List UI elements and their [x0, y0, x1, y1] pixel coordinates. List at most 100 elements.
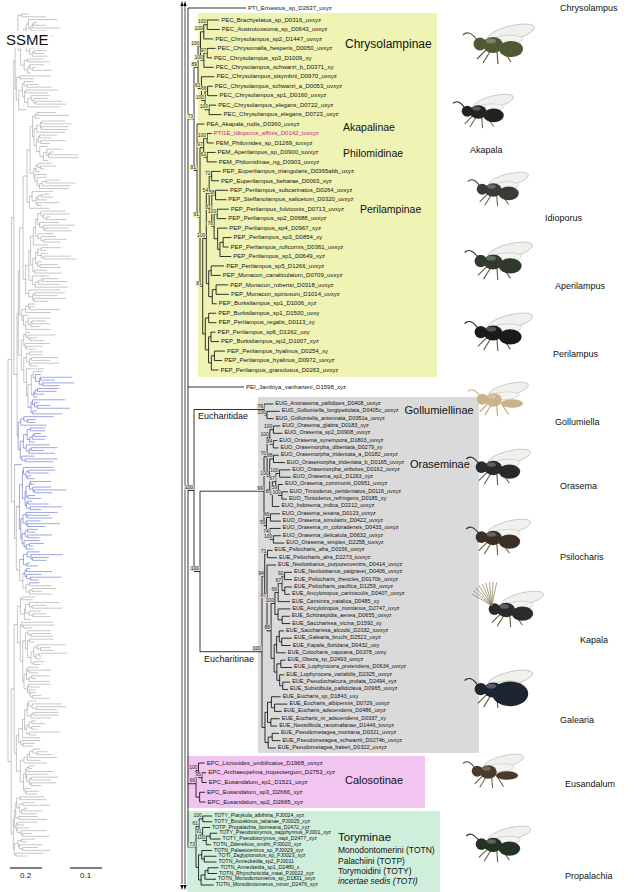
overview-branch	[20, 848, 23, 849]
taxon-label: PEC_Chrysomalla_hesperis_D0050_uvxyz	[218, 45, 333, 51]
overview-branch	[39, 384, 42, 385]
overview-branch	[32, 588, 33, 591]
overview-branch	[28, 473, 48, 474]
overview-branch	[31, 100, 34, 101]
specimen-leg	[496, 543, 498, 555]
overview-branch	[24, 763, 47, 764]
overview-branch	[39, 265, 40, 268]
overview-branch	[32, 487, 33, 491]
overview-branch	[29, 611, 30, 615]
tree-branch	[262, 576, 265, 577]
overview-branch	[39, 146, 40, 156]
overview-branch	[32, 557, 33, 560]
overview-branch	[22, 460, 25, 461]
overview-branch	[27, 692, 29, 693]
taxon-label: PEP_Perilampus_regalis_D0113_xy	[218, 319, 314, 325]
overview-branch	[22, 802, 23, 805]
overview-branch	[26, 525, 27, 526]
overview-branch	[30, 126, 33, 127]
overview-branch	[36, 706, 66, 707]
overview-branch	[39, 656, 42, 657]
overview-branch	[20, 624, 21, 661]
overview-branch	[31, 634, 32, 637]
overview-branch	[33, 299, 34, 300]
overview-branch	[25, 530, 27, 531]
tree-branch	[203, 840, 207, 841]
tree-branch	[282, 645, 291, 646]
tree-branch	[272, 740, 280, 741]
overview-branch	[34, 168, 36, 169]
overview-branch	[32, 729, 38, 730]
support-value: 99	[257, 486, 263, 491]
tree-branch	[199, 854, 202, 855]
overview-branch	[24, 808, 25, 811]
overview-branch	[24, 546, 26, 547]
tree-branch	[285, 586, 292, 587]
overview-branch	[17, 832, 21, 833]
scale-label: 0.1	[78, 871, 93, 881]
specimen-antenna	[466, 457, 479, 463]
tree-branch	[284, 572, 285, 579]
taxon-label: EPC_Eusandalum_sp3_D2666_xyz	[207, 789, 302, 795]
overview-branch	[20, 580, 23, 581]
overview-branch	[40, 264, 58, 265]
clade-subname: Akapalinae	[343, 122, 395, 134]
overview-branch	[26, 150, 27, 202]
taxon-label: EPC_Eusandalum_sp2_D2665_xyz	[208, 799, 303, 805]
overview-branch	[25, 491, 26, 505]
tree-branch	[203, 53, 204, 67]
taxon-label: EUE_Substilbula_pallidiclava_D0965_uvxyz	[290, 686, 398, 692]
overview-branch	[36, 374, 41, 375]
overview-branch	[26, 353, 27, 361]
tree-branch	[209, 105, 210, 114]
overview-branch	[26, 445, 27, 451]
overview-branch	[38, 261, 42, 262]
specimen-leg	[465, 115, 474, 124]
overview-branch	[28, 384, 31, 385]
overview-branch	[30, 714, 31, 718]
overview-branch	[24, 60, 27, 61]
tree-branch	[204, 856, 216, 857]
overview-branch	[32, 605, 33, 608]
overview-branch	[19, 90, 23, 91]
specimen-leg	[480, 403, 489, 412]
tree-branch	[280, 469, 291, 470]
overview-branch	[25, 459, 26, 462]
overview-branch	[38, 224, 40, 225]
taxon-label: EUE_Pseudometagea_bakeri_D0322_uvxyz	[278, 745, 387, 751]
tree-branch	[207, 134, 208, 143]
overview-branch	[21, 841, 26, 842]
specimen-antenna	[468, 390, 480, 396]
overview-branch	[20, 799, 46, 800]
specimen-photo	[468, 379, 530, 416]
specimen-head	[476, 838, 488, 850]
overview-branch	[29, 297, 33, 298]
overview-branch	[39, 378, 40, 379]
overview-branch	[22, 83, 24, 84]
taxon-label: PEC_Chrysolampus_elegans_D0722_uxyz	[218, 102, 333, 108]
overview-branch	[16, 506, 19, 507]
overview-branch	[28, 66, 30, 67]
overview-branch	[40, 122, 41, 128]
overview-branch	[29, 582, 39, 583]
overview-branch	[28, 684, 29, 687]
tree-branch	[267, 411, 280, 412]
overview-branch	[23, 805, 50, 806]
overview-branch	[23, 627, 32, 628]
overview-branch	[30, 402, 31, 412]
specimen-leg	[496, 850, 498, 862]
taxon-label: PEC_Chrysolampus_sp1_D0160_uvxyz	[219, 92, 326, 98]
overview-branch	[32, 67, 36, 68]
overview-branch	[17, 807, 20, 808]
overview-branch	[16, 736, 17, 771]
support-value: 59	[271, 485, 277, 490]
overview-branch	[21, 831, 22, 835]
taxon-label: PEP_Burksilampus_sp2_D1007_xyz	[221, 338, 319, 344]
overview-branch	[27, 640, 29, 641]
overview-branch	[31, 577, 62, 578]
overview-branch	[30, 427, 45, 428]
overview-branch	[19, 803, 23, 804]
taxon-label: PTI1E_Idioporus_affinis_D0142_tuvxyz	[214, 130, 319, 136]
overview-branch	[38, 136, 39, 137]
overview-branch	[45, 228, 46, 231]
